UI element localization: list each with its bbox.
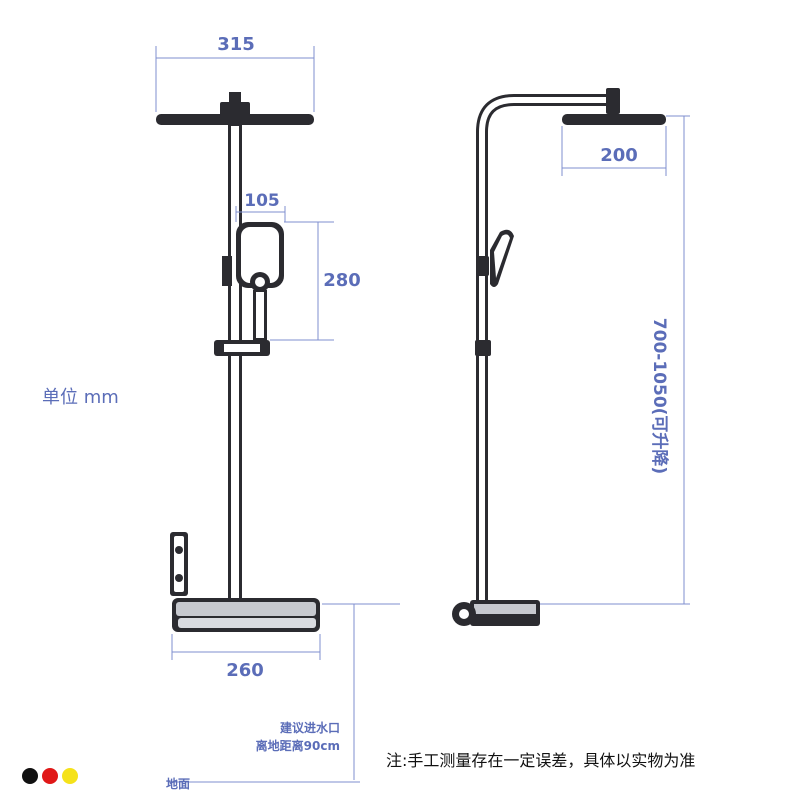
rain-shower-head: [156, 114, 314, 125]
swatch-red: [42, 768, 58, 784]
hand-shower-handle-inner: [256, 292, 264, 338]
ground-label: 地面: [166, 776, 190, 791]
front-view: 315 105 280: [155, 34, 400, 791]
hand-shower-knob-inner: [255, 277, 265, 287]
side-hand-holder: [477, 256, 489, 276]
shelf-top-surface: [176, 602, 316, 616]
dim-hand-shower-height: 280: [323, 270, 361, 291]
dim-shelf-width: 260: [226, 660, 264, 681]
side-control-panel-inner: [174, 536, 184, 592]
side-arm-connector: [606, 88, 620, 114]
hand-shower-face: [241, 227, 279, 283]
disclaimer-note: 注:手工测量存在一定误差，具体以实物为准: [386, 751, 695, 770]
control-knob-lower: [175, 574, 183, 582]
inlet-note-line1: 建议进水口: [279, 720, 340, 735]
side-curved-pipe: [476, 94, 610, 604]
main-pipe-inner: [231, 126, 239, 598]
dim-height-range: 700-1050(可升降): [649, 318, 670, 474]
side-slide-bracket: [475, 340, 491, 356]
shelf-front: [178, 618, 316, 628]
swatch-black: [22, 768, 38, 784]
side-curved-pipe-inner: [479, 97, 610, 604]
inlet-note-line2: 离地距离90cm: [256, 738, 340, 753]
side-rain-shower-head: [562, 114, 666, 125]
hand-shower-holder: [222, 256, 232, 286]
side-shelf-surface: [474, 604, 536, 614]
swatch-yellow: [62, 768, 78, 784]
side-wall-mount-inner: [459, 609, 469, 619]
dim-top-shower-width: 315: [217, 34, 255, 55]
color-swatches: [22, 768, 78, 784]
unit-label: 单位 mm: [42, 387, 119, 408]
control-knob-upper: [175, 546, 183, 554]
shower-head-nut: [229, 92, 241, 104]
slide-bracket-inner: [224, 344, 260, 352]
dim-side-shower-depth: 200: [600, 145, 638, 166]
side-view: 200 700-1050(可升降): [452, 88, 690, 626]
shower-head-connector: [220, 102, 250, 116]
side-hand-shower-inner: [494, 234, 510, 278]
dim-hand-shower-width: 105: [244, 191, 280, 211]
